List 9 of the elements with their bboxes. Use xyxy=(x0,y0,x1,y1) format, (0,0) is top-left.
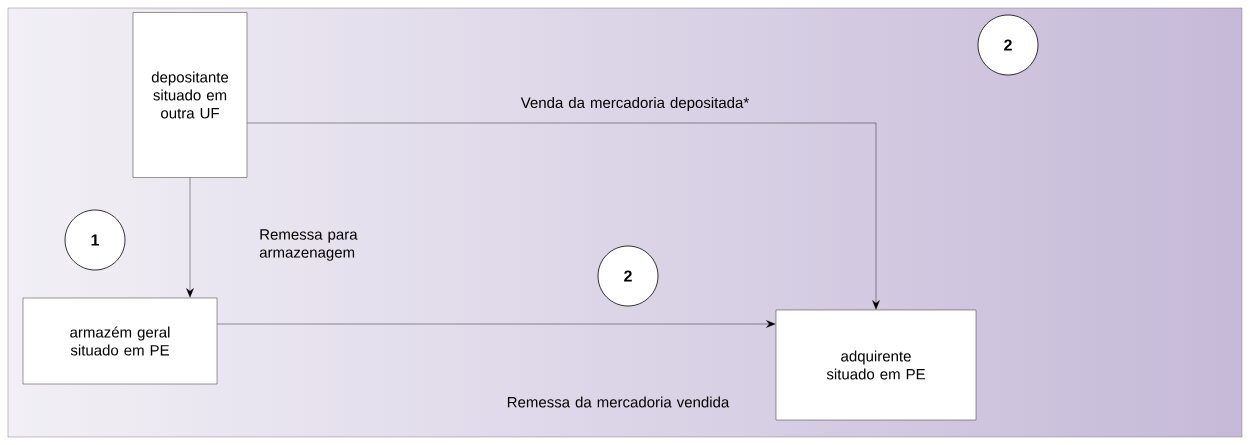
edge-label: Venda da mercadoria depositada* xyxy=(520,97,749,111)
arrow xyxy=(247,122,880,310)
process-box: depositante situado em outra UF xyxy=(132,12,248,178)
arrow xyxy=(217,320,776,328)
process-box: armazém geral situado em PE xyxy=(22,297,218,385)
edge-label: Remessa da mercadoria vendida xyxy=(507,396,730,408)
edge-label: Remessa para armazenagem xyxy=(259,229,358,261)
process-box: adquirente situado em PE xyxy=(775,309,977,421)
arrow xyxy=(186,177,194,298)
